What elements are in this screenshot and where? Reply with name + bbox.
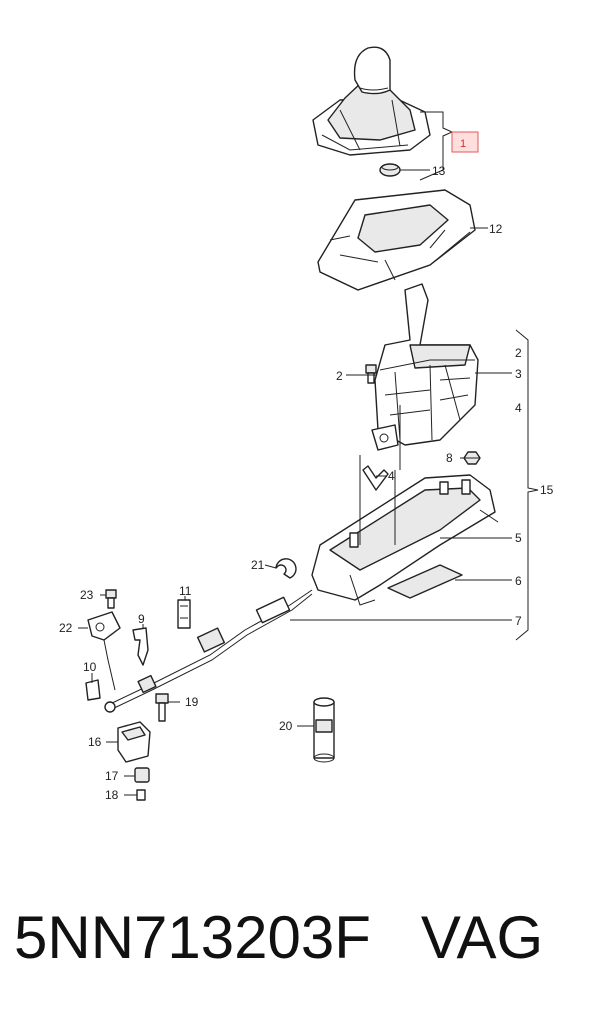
part-7-shift-cable [104,589,313,713]
part-21-clip [275,558,297,579]
callout-13: 13 [432,164,446,178]
callout-5: 5 [515,531,522,545]
callout-1: 1 [460,138,466,150]
part-22-lever [87,611,121,691]
part-13-ring [379,163,401,177]
callout-18: 18 [105,788,119,802]
callout-2-left: 2 [336,369,343,383]
part-2-screw [365,364,377,384]
callout-23: 23 [80,588,94,602]
part-23-screw [105,589,117,609]
callout-19: 19 [185,695,199,709]
callout-10: 10 [83,660,97,674]
callout-3: 3 [515,367,522,381]
part-11-bracket [177,599,191,629]
callout-7: 7 [515,614,522,628]
part-10-clip [85,679,101,701]
part-6-pad [387,564,463,599]
part-18-screw [136,789,146,801]
callout-4-left: 4 [388,469,395,483]
part-20-grease-tube [313,697,335,763]
part-19-bolt [155,693,169,722]
callout-6: 6 [515,574,522,588]
part-9-spring-clip [132,627,149,666]
part-12-console-frame [317,189,476,291]
part-1-gear-knob-boot [312,46,431,156]
callout-2-right: 2 [515,346,522,360]
part-16-bracket [117,721,151,763]
callout-16: 16 [88,735,102,749]
part-5-base-plate [311,405,499,606]
part-number-caption: 5NN713203F VAG [14,904,544,971]
callout-15: 15 [540,483,554,497]
part-17-bushing [134,767,150,783]
callout-12: 12 [489,222,503,236]
callout-21: 21 [251,558,265,572]
part-3-shift-housing [371,283,479,451]
exploded-parts-diagram: 1 13 12 2 3 4 2 4 8 15 5 6 7 21 11 9 23 … [59,46,554,802]
callout-20: 20 [279,719,293,733]
callout-22: 22 [59,621,73,635]
callout-9: 9 [138,612,145,626]
callout-17: 17 [105,769,119,783]
callout-11: 11 [179,584,192,598]
callout-1-highlight [451,131,479,153]
callout-8: 8 [446,451,453,465]
callout-4-right: 4 [515,401,522,415]
part-4-clip [362,465,389,491]
